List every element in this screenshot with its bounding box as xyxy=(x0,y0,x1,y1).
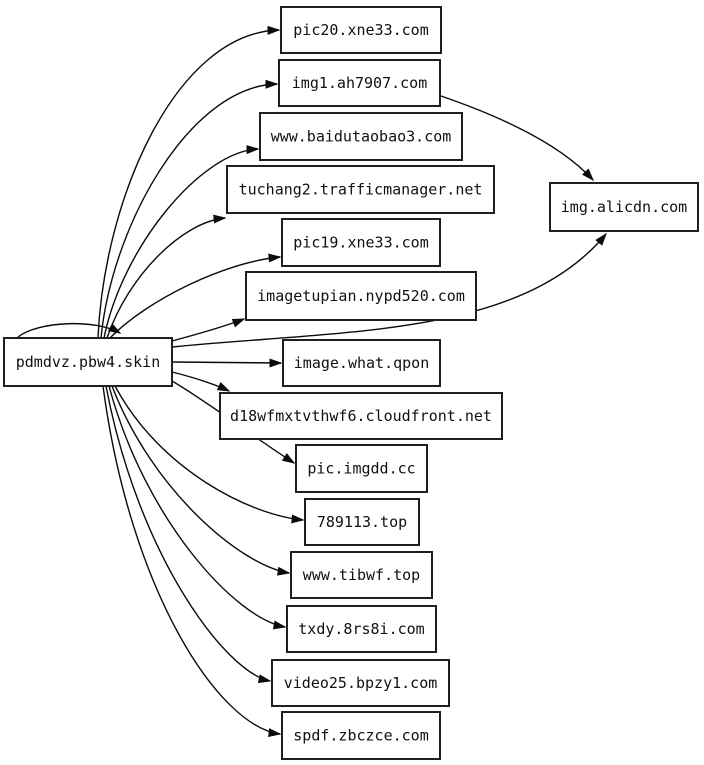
node-box xyxy=(549,182,699,232)
node-label: spdf.zbczce.com xyxy=(293,727,428,745)
graph-node-imagetupian-nypd520-com: imagetupian.nypd520.com xyxy=(245,271,477,321)
edge-pdmdvz-pbw4-skin-to-pdmdvz-pbw4-skin xyxy=(17,322,122,338)
graph-node-image-what-qpon: image.what.qpon xyxy=(282,339,441,387)
nodes-layer: pdmdvz.pbw4.skin pic20.xne33.com img1.ah79… xyxy=(3,6,699,760)
node-box xyxy=(304,498,420,546)
node-box xyxy=(245,271,477,321)
node-box xyxy=(281,711,441,760)
node-label: img1.ah7907.com xyxy=(292,74,427,92)
node-label: img.alicdn.com xyxy=(561,198,687,216)
graph-node-tuchang2-trafficmanager-net: tuchang2.trafficmanager.net xyxy=(226,165,495,214)
edge-pdmdvz-pbw4-skin-to-tuchang2-trafficmanager-net xyxy=(106,214,227,339)
node-label: www.tibwf.top xyxy=(303,566,420,584)
graph-node-txdy-8rs8i-com: txdy.8rs8i.com xyxy=(286,605,437,653)
edge-pdmdvz-pbw4-skin-to-img-alicdn-com xyxy=(171,232,607,348)
graph-node-www-baidutaobao3-com: www.baidutaobao3.com xyxy=(259,112,463,161)
graph-node-www-tibwf-top: www.tibwf.top xyxy=(290,551,433,599)
edges-layer xyxy=(17,25,607,737)
graph-node-img1-ah7907-com: img1.ah7907.com xyxy=(278,59,441,107)
node-label: txdy.8rs8i.com xyxy=(298,620,424,638)
node-box xyxy=(281,218,441,267)
node-box xyxy=(219,392,503,440)
graph-node-pic20-xne33-com: pic20.xne33.com xyxy=(280,6,442,54)
node-label: pdmdvz.pbw4.skin xyxy=(16,353,161,371)
edge-pdmdvz-pbw4-skin-to-www-tibwf-top xyxy=(111,385,291,576)
node-box xyxy=(290,551,433,599)
node-box xyxy=(295,444,428,493)
graph-node-pic19-xne33-com: pic19.xne33.com xyxy=(281,218,441,267)
node-box xyxy=(271,659,450,707)
graph-node-pdmdvz-pbw4-skin: pdmdvz.pbw4.skin xyxy=(3,337,173,387)
edge-pdmdvz-pbw4-skin-to-www-baidutaobao3-com xyxy=(103,145,260,339)
node-label: pic20.xne33.com xyxy=(293,21,428,39)
edge-pdmdvz-pbw4-skin-to-d18wfmxtvthwf6-cloudfront-net xyxy=(171,371,231,392)
graph-node-video25-bpzy1-com: video25.bpzy1.com xyxy=(271,659,450,707)
edge-pdmdvz-pbw4-skin-to-789113-top xyxy=(114,385,305,524)
graph-node-d18wfmxtvthwf6-cloudfront-net: d18wfmxtvthwf6.cloudfront.net xyxy=(219,392,503,440)
node-box xyxy=(280,6,442,54)
node-box xyxy=(259,112,463,161)
edge-pdmdvz-pbw4-skin-to-image-what-qpon xyxy=(171,358,283,368)
graph-node-pic-imgdd-cc: pic.imgdd.cc xyxy=(295,444,428,493)
edge-pdmdvz-pbw4-skin-to-pic19-xne33-com xyxy=(109,253,282,339)
edge-pdmdvz-pbw4-skin-to-txdy-8rs8i-com xyxy=(108,385,287,630)
edge-pdmdvz-pbw4-skin-to-video25-bpzy1-com xyxy=(105,385,272,684)
edge-pdmdvz-pbw4-skin-to-pic20-xne33-com xyxy=(97,25,281,339)
node-box xyxy=(3,337,173,387)
node-label: image.what.qpon xyxy=(294,354,429,372)
node-box xyxy=(286,605,437,653)
node-box xyxy=(226,165,495,214)
graph-node-789113-top: 789113.top xyxy=(304,498,420,546)
graph-node-img-alicdn-com: img.alicdn.com xyxy=(549,182,699,232)
node-label: www.baidutaobao3.com xyxy=(271,128,452,146)
edge-img1-ah7907-com-to-img-alicdn-com xyxy=(440,95,595,182)
node-label: imagetupian.nypd520.com xyxy=(257,287,465,305)
node-label: d18wfmxtvthwf6.cloudfront.net xyxy=(230,407,492,425)
graph-node-spdf-zbczce-com: spdf.zbczce.com xyxy=(281,711,441,760)
node-label: tuchang2.trafficmanager.net xyxy=(239,181,483,199)
node-label: 789113.top xyxy=(317,513,407,531)
node-label: pic.imgdd.cc xyxy=(307,460,415,478)
edge-pdmdvz-pbw4-skin-to-imagetupian-nypd520-com xyxy=(171,318,246,342)
node-label: pic19.xne33.com xyxy=(293,234,428,252)
node-label: video25.bpzy1.com xyxy=(284,674,438,692)
edge-pdmdvz-pbw4-skin-to-img1-ah7907-com xyxy=(100,79,279,339)
node-box xyxy=(278,59,441,107)
edge-pdmdvz-pbw4-skin-to-spdf-zbczce-com xyxy=(102,385,282,737)
node-box xyxy=(282,339,441,387)
